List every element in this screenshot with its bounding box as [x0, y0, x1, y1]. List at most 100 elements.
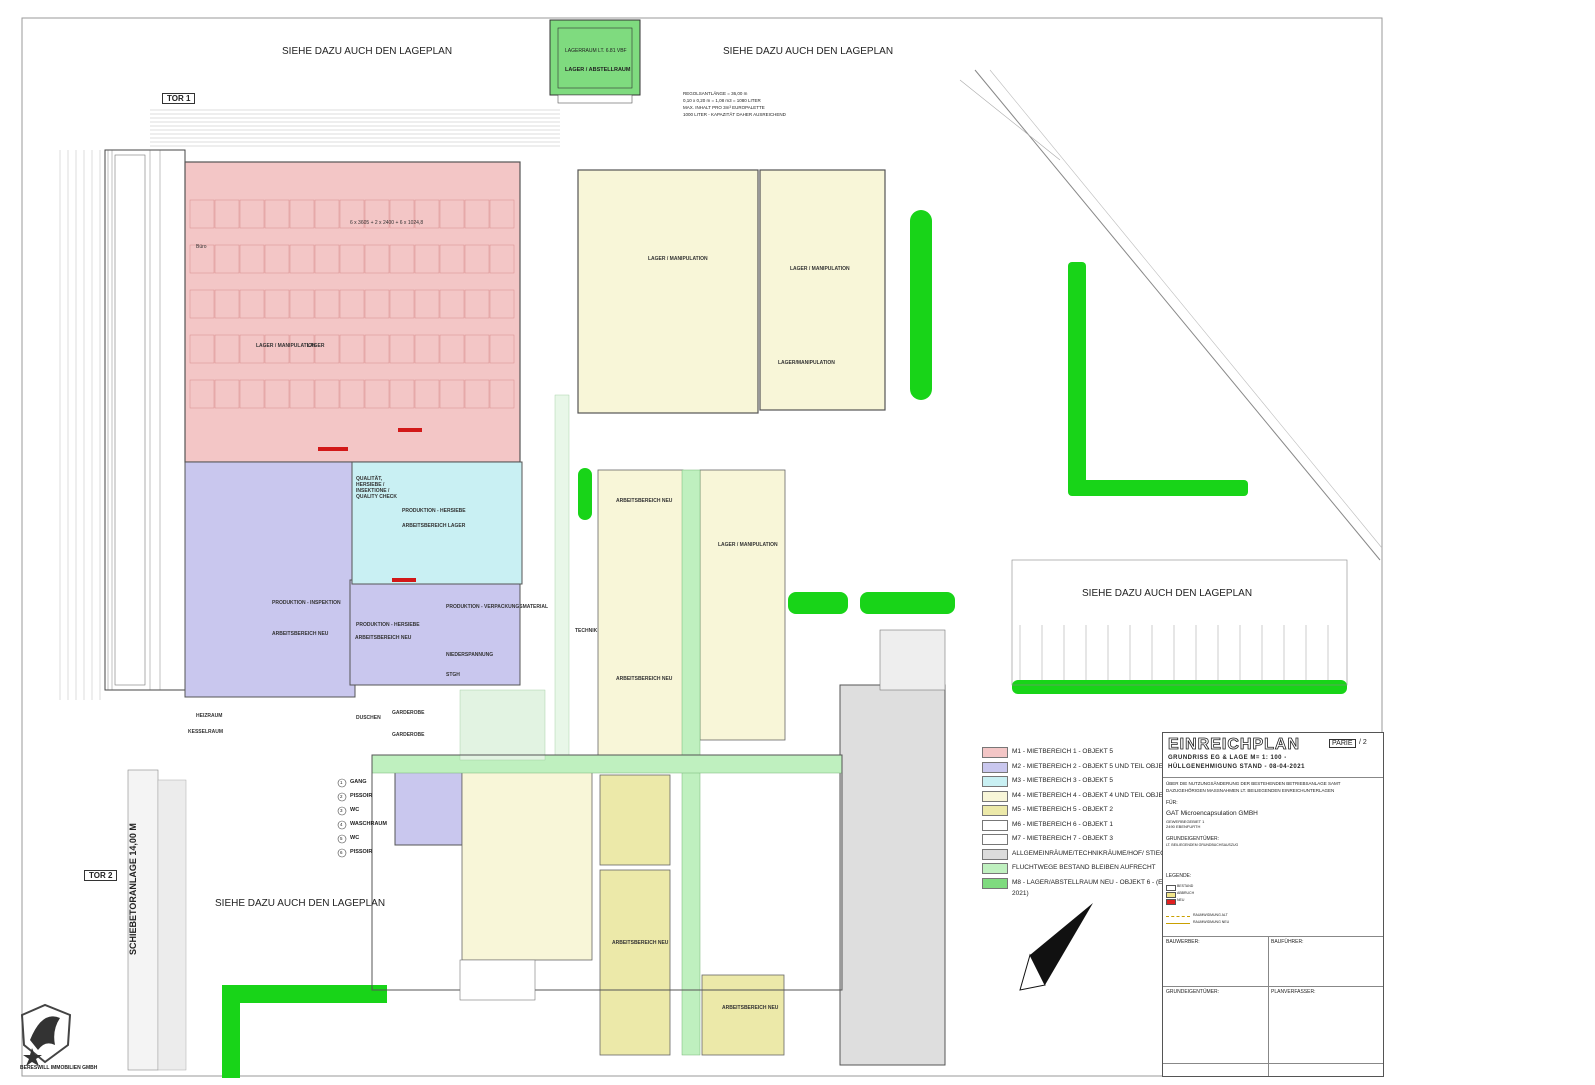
room-m5-lager: LAGER / MANIPULATION [718, 542, 778, 548]
room-list-number: 3 [340, 808, 343, 813]
rack-bay [389, 289, 415, 319]
legend-item: M4 - MIETBEREICH 4 - OBJEKT 4 UND TEIL O… [982, 790, 1222, 802]
rack-bay [314, 244, 340, 274]
room-m3-verpackung: PRODUKTION - VERPACKUNGSMATERIAL [446, 604, 549, 610]
legend-swatch [982, 848, 1008, 860]
room-duschen: DUSCHEN [356, 715, 381, 721]
room-m3-arbeitsbereich: ARBEITSBEREICH LAGER [402, 523, 466, 529]
room-m3-quality: QUALITÄT, HERSIEBE / INSEKTIONE / QUALIT… [356, 476, 398, 500]
room-m3-produktion: PRODUKTION - HERSIEBE [402, 508, 466, 514]
rack-bay [264, 199, 290, 229]
room-list-number: 4 [340, 822, 343, 827]
room-m1-lager: LAGER [307, 343, 325, 349]
room-list-marker [337, 834, 347, 844]
room-technik: TECHNIK [575, 628, 598, 634]
legend-swatch [982, 761, 1008, 773]
room-list-number: 6 [340, 850, 343, 855]
title-leg-bestand: BESTAND [1177, 884, 1194, 888]
rack-bay [414, 334, 440, 364]
rack-bay [214, 199, 240, 229]
room-list-marker [337, 778, 347, 788]
title-planverfasser: PLANVERFASSER: [1271, 989, 1316, 995]
rack-bay [189, 334, 215, 364]
rack-bay [314, 289, 340, 319]
room-list-marker [337, 820, 347, 830]
title-desc-1: ÜBER DIE NUTZUNGSÄNDERUNG DER BESTEHENDE… [1166, 781, 1341, 786]
room-stiege: STGH [446, 672, 460, 678]
rack-bay [489, 199, 515, 229]
room-list-number: 5 [340, 836, 343, 841]
rack-bay [189, 244, 215, 274]
title-company: GAT Microencapsulation GMBH [1166, 810, 1258, 817]
legend-swatch [982, 776, 1008, 787]
legend-item: M3 - MIETBEREICH 3 - OBJEKT 5 [982, 775, 1222, 787]
rack-bay [239, 244, 265, 274]
rack-bay [239, 334, 265, 364]
title-sub-1: GRUNDRISS EG & LAGE M= 1: 100 - [1168, 755, 1287, 761]
rack-bay [364, 244, 390, 274]
legend-swatch [982, 819, 1008, 831]
title-bauwerber: BAUWERBER: [1166, 939, 1200, 945]
title-fuer-label: FÜR: [1166, 800, 1178, 806]
title-parie-num: / 2 [1359, 739, 1367, 746]
legend-text: M5 - MIETBEREICH 5 - OBJEKT 2 [1012, 806, 1114, 813]
legend-swatch [982, 747, 1008, 758]
room-list-marker [337, 806, 347, 816]
title-leg-raum-neu: RAUMWIDMUNG NEU [1193, 920, 1230, 924]
rack-bay [264, 289, 290, 319]
rack-bay [189, 199, 215, 229]
legend-text: M3 - MIETBEREICH 3 - OBJEKT 5 [1012, 777, 1114, 784]
title-grundeigentuemer: GRUNDEIGENTÜMER: [1166, 989, 1220, 995]
legend-text: M2 - MIETBEREICH 2 - OBJEKT 5 UND TEIL O… [1012, 762, 1177, 770]
room-list-name: PISSOIR [350, 793, 373, 799]
title-leg-raum-alt: RAUMWIDMUNG ALT [1193, 913, 1228, 917]
legend-text: M6 - MIETBEREICH 6 - OBJEKT 1 [1012, 820, 1114, 828]
room-m3-arbeitsbereich-2: ARBEITSBEREICH NEU [355, 635, 412, 641]
rack-bay [489, 379, 515, 409]
room-list-name: WC [350, 835, 360, 841]
rack-bay [339, 244, 365, 274]
schiebetor-label: SCHIEBETORANLAGE 14,00 M [128, 823, 138, 955]
room-garderobe-2: GARDEROBE [392, 732, 425, 738]
title-leg-neu: NEU [1177, 898, 1185, 902]
rack-bay [214, 379, 240, 409]
rack-bay [264, 334, 290, 364]
legend-swatch [982, 863, 1008, 874]
room-m2-arbeitsbereich: ARBEITSBEREICH NEU [272, 631, 329, 637]
rack-bay [189, 289, 215, 319]
siehe-lageplan-top-left: SIEHE DAZU AUCH DEN LAGEPLAN [282, 46, 453, 57]
room-m1-buero: Büro [196, 244, 207, 250]
rack-bay [414, 244, 440, 274]
rack-bay [214, 289, 240, 319]
rack-bay [364, 199, 390, 229]
rack-bay [439, 379, 465, 409]
rack-bay [239, 379, 265, 409]
room-list-number: 1 [340, 780, 343, 785]
legend-item: FLUCHTWEGE BESTAND BLEIBEN AUFRECHT [982, 862, 1222, 874]
logo-text: BERESWILL IMMOBILIEN GMBH [20, 1065, 98, 1071]
rack-bay [464, 289, 490, 319]
legend-text: ALLGEMEINRÄUME/TECHNIKRÄUME/HOF/ STIEGEN… [1012, 849, 1193, 857]
regen-line-3: MAX. INHALT PRO 3m³ EUROPALETTE [683, 105, 765, 110]
legend-item: ALLGEMEINRÄUME/TECHNIKRÄUME/HOF/ STIEGEN… [982, 848, 1222, 860]
rack-bay [464, 199, 490, 229]
rack-bay [439, 244, 465, 274]
legend-item: M8 - LAGER/ABSTELLRAUM NEU - OBJEKT 6 - … [982, 877, 1222, 897]
rack-bay [414, 379, 440, 409]
legend-swatch [982, 877, 1008, 889]
legend-text: M8 - LAGER/ABSTELLRAUM NEU - OBJEKT 6 - … [1012, 878, 1214, 897]
rack-bay [439, 199, 465, 229]
legend-item: M7 - MIETBEREICH 7 - OBJEKT 3 [982, 833, 1222, 845]
legend-item: M2 - MIETBEREICH 2 - OBJEKT 5 UND TEIL O… [982, 761, 1222, 773]
room-m5-arbeit-a: ARBEITSBEREICH NEU [616, 498, 673, 504]
rack-bay [314, 199, 340, 229]
regen-note: REGOLSANTLÄNGE = 36,00 m 0,10 x 0,20 m =… [683, 90, 786, 118]
rack-bay [489, 289, 515, 319]
rack-bay [264, 244, 290, 274]
legend-text: FLUCHTWEGE BESTAND BLEIBEN AUFRECHT [1012, 864, 1156, 871]
rack-bay [339, 199, 365, 229]
title-baufuehrer: BAUFÜHRER: [1271, 939, 1304, 945]
room-list-name: PISSOIR [350, 849, 373, 855]
room-m2-produktion: PRODUKTION - INSPEKTION [272, 600, 341, 606]
